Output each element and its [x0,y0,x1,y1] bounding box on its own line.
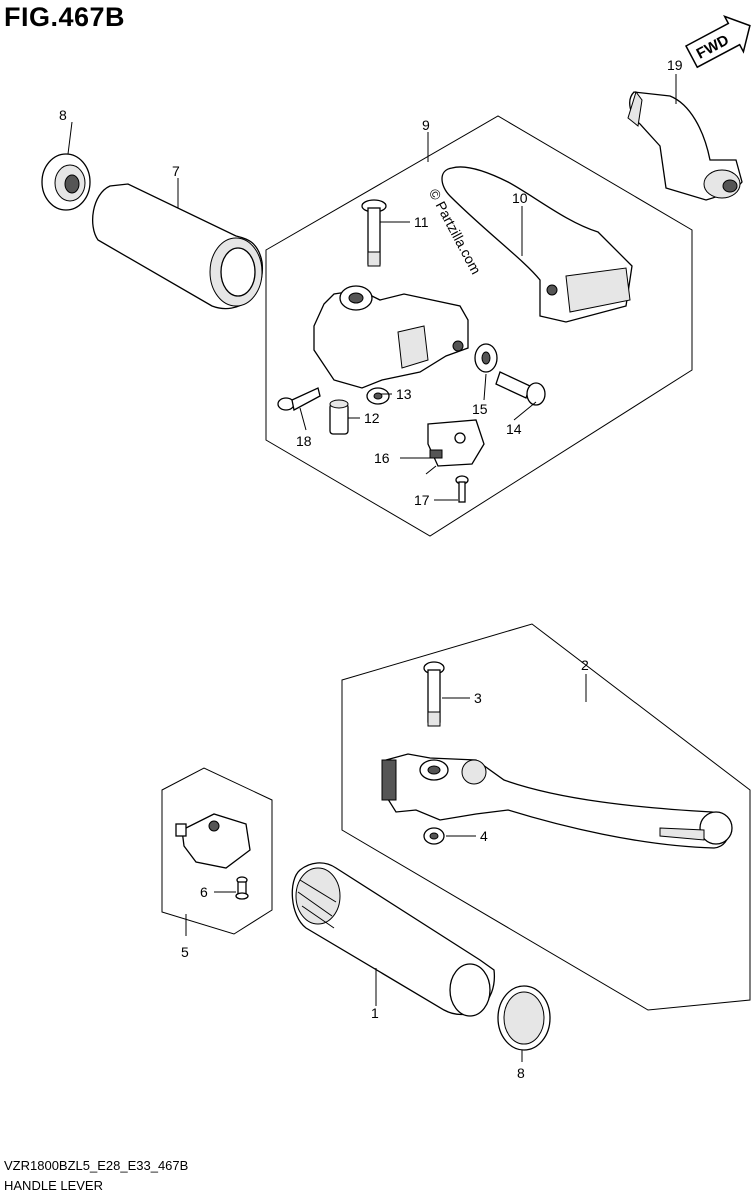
part-18-screw [277,387,321,411]
figure-title: FIG.467B [4,2,126,32]
part-6-screw [235,876,249,900]
part-3-pivot-bolt [423,661,445,727]
clutch-perch-bracket [313,285,469,389]
part-16-clutch-switch [425,419,485,475]
part-1-throttle-grip [291,862,495,1017]
fwd-arrow: FWD [684,15,751,69]
callout-13: 13 [396,386,412,402]
callout-4: 4 [480,828,488,844]
callout-16: 16 [374,450,390,466]
part-17-screw [455,475,469,503]
assembly-outline-5 [161,767,273,935]
callout-9: 9 [422,117,430,133]
callout-8-upper: 8 [59,107,67,123]
part-5-brake-switch [175,813,251,869]
part-8-bar-end-lower [497,985,551,1051]
callout-15: 15 [472,401,488,417]
part-13-nut [366,387,390,405]
callout-14: 14 [506,421,522,437]
part-14-adjuster-bolt [495,371,546,406]
model-code: VZR1800BZL5_E28_E33_467B [4,1158,189,1173]
part-12-collar [329,399,349,435]
callout-19: 19 [667,57,683,73]
brake-lever-perch [381,753,733,849]
leader-lines [67,74,677,1062]
callout-3: 3 [474,690,482,706]
callout-5: 5 [181,944,189,960]
callout-11: 11 [414,214,429,230]
callout-7: 7 [172,163,180,179]
part-15-adjuster-nut [474,343,498,373]
section-name: HANDLE LEVER [4,1178,103,1193]
callout-2: 2 [581,657,589,673]
callout-8-lower: 8 [517,1065,525,1081]
part-19-lever-boot [627,90,743,201]
part-4-nut [423,827,445,845]
callout-6: 6 [200,884,208,900]
callout-18: 18 [296,433,312,449]
part-7-grip [92,183,263,310]
assembly-outline-2 [341,623,751,1011]
assembly-outline-9 [265,115,693,537]
callout-17: 17 [414,492,430,508]
callout-12: 12 [364,410,380,426]
callout-1: 1 [371,1005,379,1021]
part-8-bar-end-upper [41,153,91,211]
part-11-pivot-bolt [361,199,387,267]
callout-10: 10 [512,190,528,206]
part-10-clutch-lever [441,166,633,323]
